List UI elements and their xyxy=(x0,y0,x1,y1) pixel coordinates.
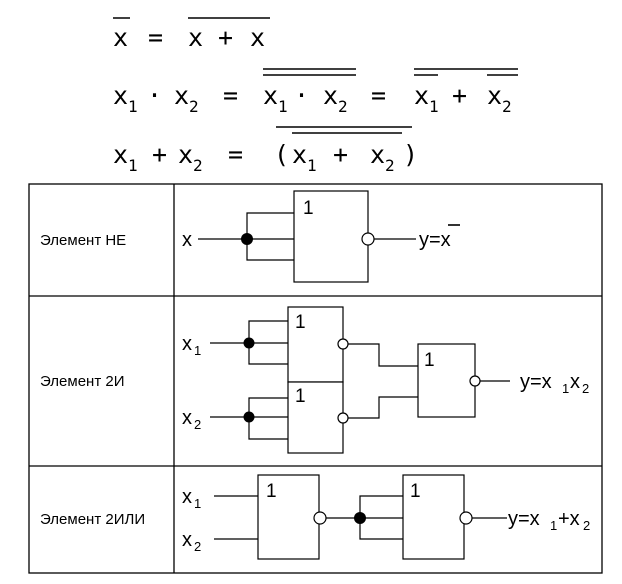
formula-1-eq: = xyxy=(148,23,163,52)
output-x2: x xyxy=(570,371,580,393)
row-label: Элемент НЕ xyxy=(40,232,126,249)
row-label: Элемент 2ИЛИ xyxy=(40,511,145,528)
row-not: Элемент НЕ x 1 y=x xyxy=(40,190,460,283)
formula-1-rhs-a: x xyxy=(188,23,203,52)
formula-2: x 1 · x 2 = x 1 · x 2 = x 1 + x 2 xyxy=(113,81,512,116)
inversion-bubble xyxy=(337,412,349,424)
output-label: y=x xyxy=(419,229,451,251)
formula-3-x2: x xyxy=(178,140,193,169)
formula-2-r2-x1: x xyxy=(414,81,429,110)
formula-2-r2-x2: x xyxy=(487,81,502,110)
formula-2-eq2: = xyxy=(371,81,386,110)
input-sub: 1 xyxy=(194,343,201,358)
formula-2-r1-x2: x xyxy=(323,81,338,110)
input-label: x xyxy=(182,529,192,551)
inversion-bubble xyxy=(469,375,481,387)
formula-2-r1-s2: 2 xyxy=(338,97,348,116)
gate-mark: 1 xyxy=(303,198,314,219)
input-sub: 2 xyxy=(194,417,201,432)
formula-2-x1: x xyxy=(113,81,128,110)
formula-3-s1: 1 xyxy=(128,156,138,175)
formula-1-rhs-b: x xyxy=(250,23,265,52)
formula-2-x2: x xyxy=(174,81,189,110)
formula-3-r-x1: x xyxy=(292,140,307,169)
formula-3-eq: = xyxy=(228,140,243,169)
gate-mark: 1 xyxy=(410,481,421,502)
gate-nand-bottom xyxy=(287,381,344,454)
formula-3-rparen: ) xyxy=(403,140,418,169)
formula-3-r-s1: 1 xyxy=(307,156,317,175)
formula-3-r-x2: x xyxy=(370,140,385,169)
gate-not-out xyxy=(402,474,465,560)
inversion-bubble xyxy=(459,511,473,525)
output-plus: +x xyxy=(558,508,580,530)
formula-2-s1: 1 xyxy=(128,97,138,116)
table-grid xyxy=(28,183,603,574)
formula-3-op: + xyxy=(152,140,167,169)
formula-1-op: + xyxy=(218,23,233,52)
output-y: y=x xyxy=(520,371,552,393)
gate-nor xyxy=(257,474,320,560)
formula-3-s2: 2 xyxy=(193,156,203,175)
row-or: Элемент 2ИЛИ x 1 x 2 1 1 y=x 1 +x 2 xyxy=(40,474,590,560)
formula-2-dot: · xyxy=(147,81,162,110)
formula-2-eq: = xyxy=(223,81,238,110)
formula-2-r2-op: + xyxy=(452,81,467,110)
formula-3-x1: x xyxy=(113,140,128,169)
gate-not xyxy=(293,190,369,283)
formula-3: x 1 + x 2 = ( x 1 + x 2 ) xyxy=(113,140,418,175)
formula-3-r-s2: 2 xyxy=(385,156,395,175)
gate-mark: 1 xyxy=(424,350,435,371)
output-sub: 2 xyxy=(583,518,590,533)
input-sub: 1 xyxy=(194,496,201,511)
formula-2-r1-x1: x xyxy=(263,81,278,110)
formula-2-r2-s1: 1 xyxy=(429,97,439,116)
output-sub: 1 xyxy=(550,518,557,533)
inversion-bubble xyxy=(361,232,375,246)
formula-1-lhs: x xyxy=(113,23,128,52)
input-sub: 2 xyxy=(194,539,201,554)
inversion-bubble xyxy=(337,338,349,350)
formula-3-lparen: ( xyxy=(274,140,289,169)
formula-2-r1-s1: 1 xyxy=(278,97,288,116)
input-label: x xyxy=(182,333,192,355)
input-label: x xyxy=(182,486,192,508)
formula-3-r-op: + xyxy=(333,140,348,169)
input-label: x xyxy=(182,407,192,429)
formula-1: x = x + x xyxy=(113,23,265,52)
output-y: y=x xyxy=(508,508,540,530)
gate-not-out xyxy=(417,343,476,418)
gate-mark: 1 xyxy=(266,481,277,502)
input-label: x xyxy=(182,229,192,251)
output-label: y=x xyxy=(520,371,552,393)
formula-2-s2: 2 xyxy=(189,97,199,116)
gate-nand-top xyxy=(287,306,344,383)
output-sub: 2 xyxy=(582,381,589,396)
inversion-bubble xyxy=(313,511,327,525)
formula-2-r1-dot: · xyxy=(294,81,309,110)
gate-mark: 1 xyxy=(295,386,306,407)
gate-mark: 1 xyxy=(295,312,306,333)
row-label: Элемент 2И xyxy=(40,373,124,390)
row-and: Элемент 2И x 1 x 2 1 1 1 y=x 1 x xyxy=(40,306,589,454)
formula-2-r2-s2: 2 xyxy=(502,97,512,116)
output-sub: 1 xyxy=(562,381,569,396)
